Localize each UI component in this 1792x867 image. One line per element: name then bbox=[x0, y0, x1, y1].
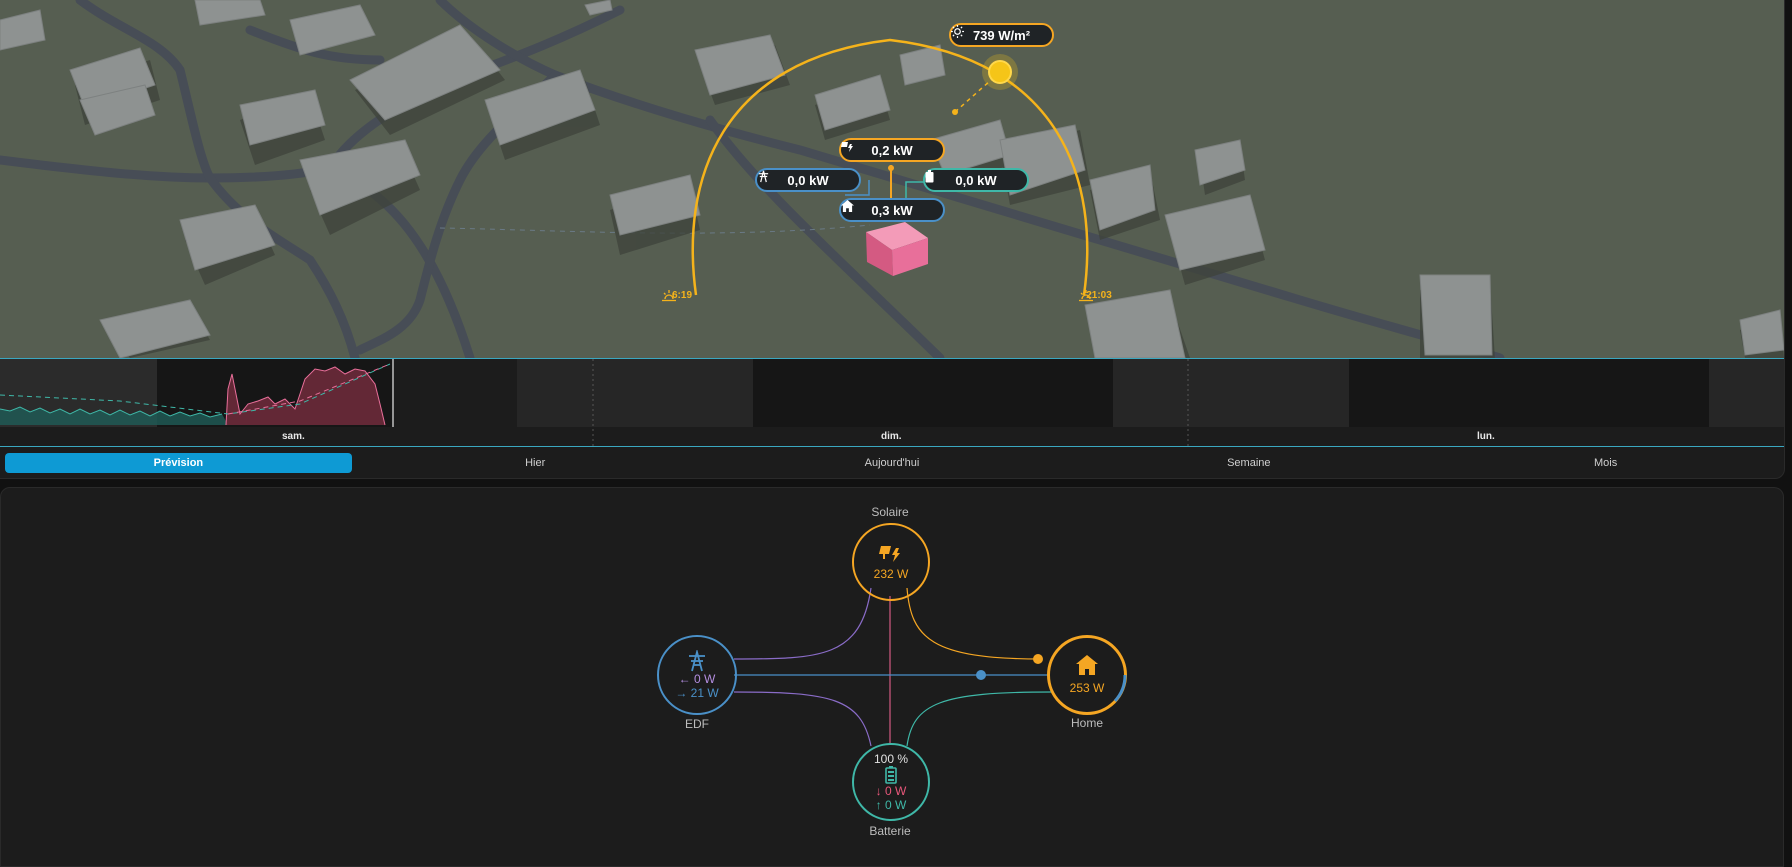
solar-value: 232 W bbox=[873, 567, 909, 581]
home-source-ring bbox=[1113, 674, 1127, 703]
solar-power-badge: 0,2 kW bbox=[839, 138, 945, 162]
battery-in-value: 0 W bbox=[885, 798, 907, 812]
home-label: Home bbox=[1070, 716, 1103, 730]
solar-power-value: 0,2 kW bbox=[871, 142, 913, 158]
tab-prevision[interactable]: Prévision bbox=[5, 453, 352, 473]
tab-hier[interactable]: Hier bbox=[525, 457, 546, 469]
day-label-saturday: sam. bbox=[282, 431, 305, 442]
energy-distribution-card: Solaire 232 W ← 0 W → 21 W EDF 253 W Hom… bbox=[0, 487, 1784, 867]
battery-node[interactable]: 100 % ↓ 0 W ↑ 0 W bbox=[852, 743, 930, 821]
grid-power-value: 0,0 kW bbox=[787, 172, 829, 188]
battery-discharge: ↓ 0 W bbox=[875, 784, 907, 798]
irradiance-value: 739 W/m² bbox=[972, 27, 1031, 43]
battery-power-value: 0,0 kW bbox=[955, 172, 997, 188]
tab-mois[interactable]: Mois bbox=[1593, 457, 1618, 469]
forecast-timeline[interactable]: sam. dim. lun. bbox=[0, 358, 1784, 447]
sunset-marker: 21:03 bbox=[1079, 290, 1119, 302]
home-value: 253 W bbox=[1069, 681, 1105, 695]
battery-charge: ↑ 0 W bbox=[875, 798, 907, 812]
grid-export-value: 21 W bbox=[690, 686, 719, 700]
period-tabs: Prévision Hier Aujourd'hui Semaine Mois bbox=[0, 446, 1784, 478]
tab-aujourdhui[interactable]: Aujourd'hui bbox=[864, 457, 920, 469]
solar-power-icon bbox=[879, 546, 900, 562]
grid-node[interactable]: ← 0 W → 21 W bbox=[657, 635, 737, 715]
battery-out-value: 0 W bbox=[885, 784, 907, 798]
battery-icon bbox=[925, 170, 934, 183]
transmission-tower-icon bbox=[689, 650, 705, 672]
battery-power-badge: 0,0 kW bbox=[923, 168, 1029, 192]
battery-soc: 100 % bbox=[873, 752, 909, 766]
solar-panel-icon bbox=[841, 142, 853, 152]
home-icon bbox=[1076, 655, 1098, 675]
grid-import: ← 0 W bbox=[678, 672, 716, 686]
battery-icon bbox=[885, 766, 897, 784]
day-label-monday: lun. bbox=[1477, 431, 1495, 442]
tab-semaine[interactable]: Semaine bbox=[1227, 457, 1271, 469]
home-power-badge: 0,3 kW bbox=[839, 198, 945, 222]
grid-export: → 21 W bbox=[675, 686, 719, 700]
day-label-sunday: dim. bbox=[881, 431, 902, 442]
solar-map[interactable]: 739 W/m² 0,2 kW 0,0 kW 0,0 kW 0,3 kW 6:1… bbox=[0, 0, 1784, 358]
sunset-time: 21:03 bbox=[1086, 290, 1112, 301]
home-power-value: 0,3 kW bbox=[871, 202, 913, 218]
grid-power-badge: 0,0 kW bbox=[755, 168, 861, 192]
sun-icon bbox=[951, 25, 964, 38]
forecast-card: 739 W/m² 0,2 kW 0,0 kW 0,0 kW 0,3 kW 6:1… bbox=[0, 0, 1785, 479]
home-icon bbox=[841, 200, 854, 212]
solar-node[interactable]: 232 W bbox=[852, 523, 930, 601]
irradiance-badge: 739 W/m² bbox=[949, 23, 1054, 47]
grid-label: EDF bbox=[685, 717, 709, 731]
transmission-tower-icon bbox=[758, 170, 769, 183]
sunrise-marker: 6:19 bbox=[662, 290, 702, 302]
sunrise-time: 6:19 bbox=[671, 290, 692, 301]
sunrise-icon bbox=[662, 290, 676, 302]
grid-import-value: 0 W bbox=[694, 672, 716, 686]
battery-label: Batterie bbox=[869, 824, 911, 838]
sunset-icon bbox=[1079, 290, 1093, 302]
solar-label: Solaire bbox=[871, 505, 909, 519]
